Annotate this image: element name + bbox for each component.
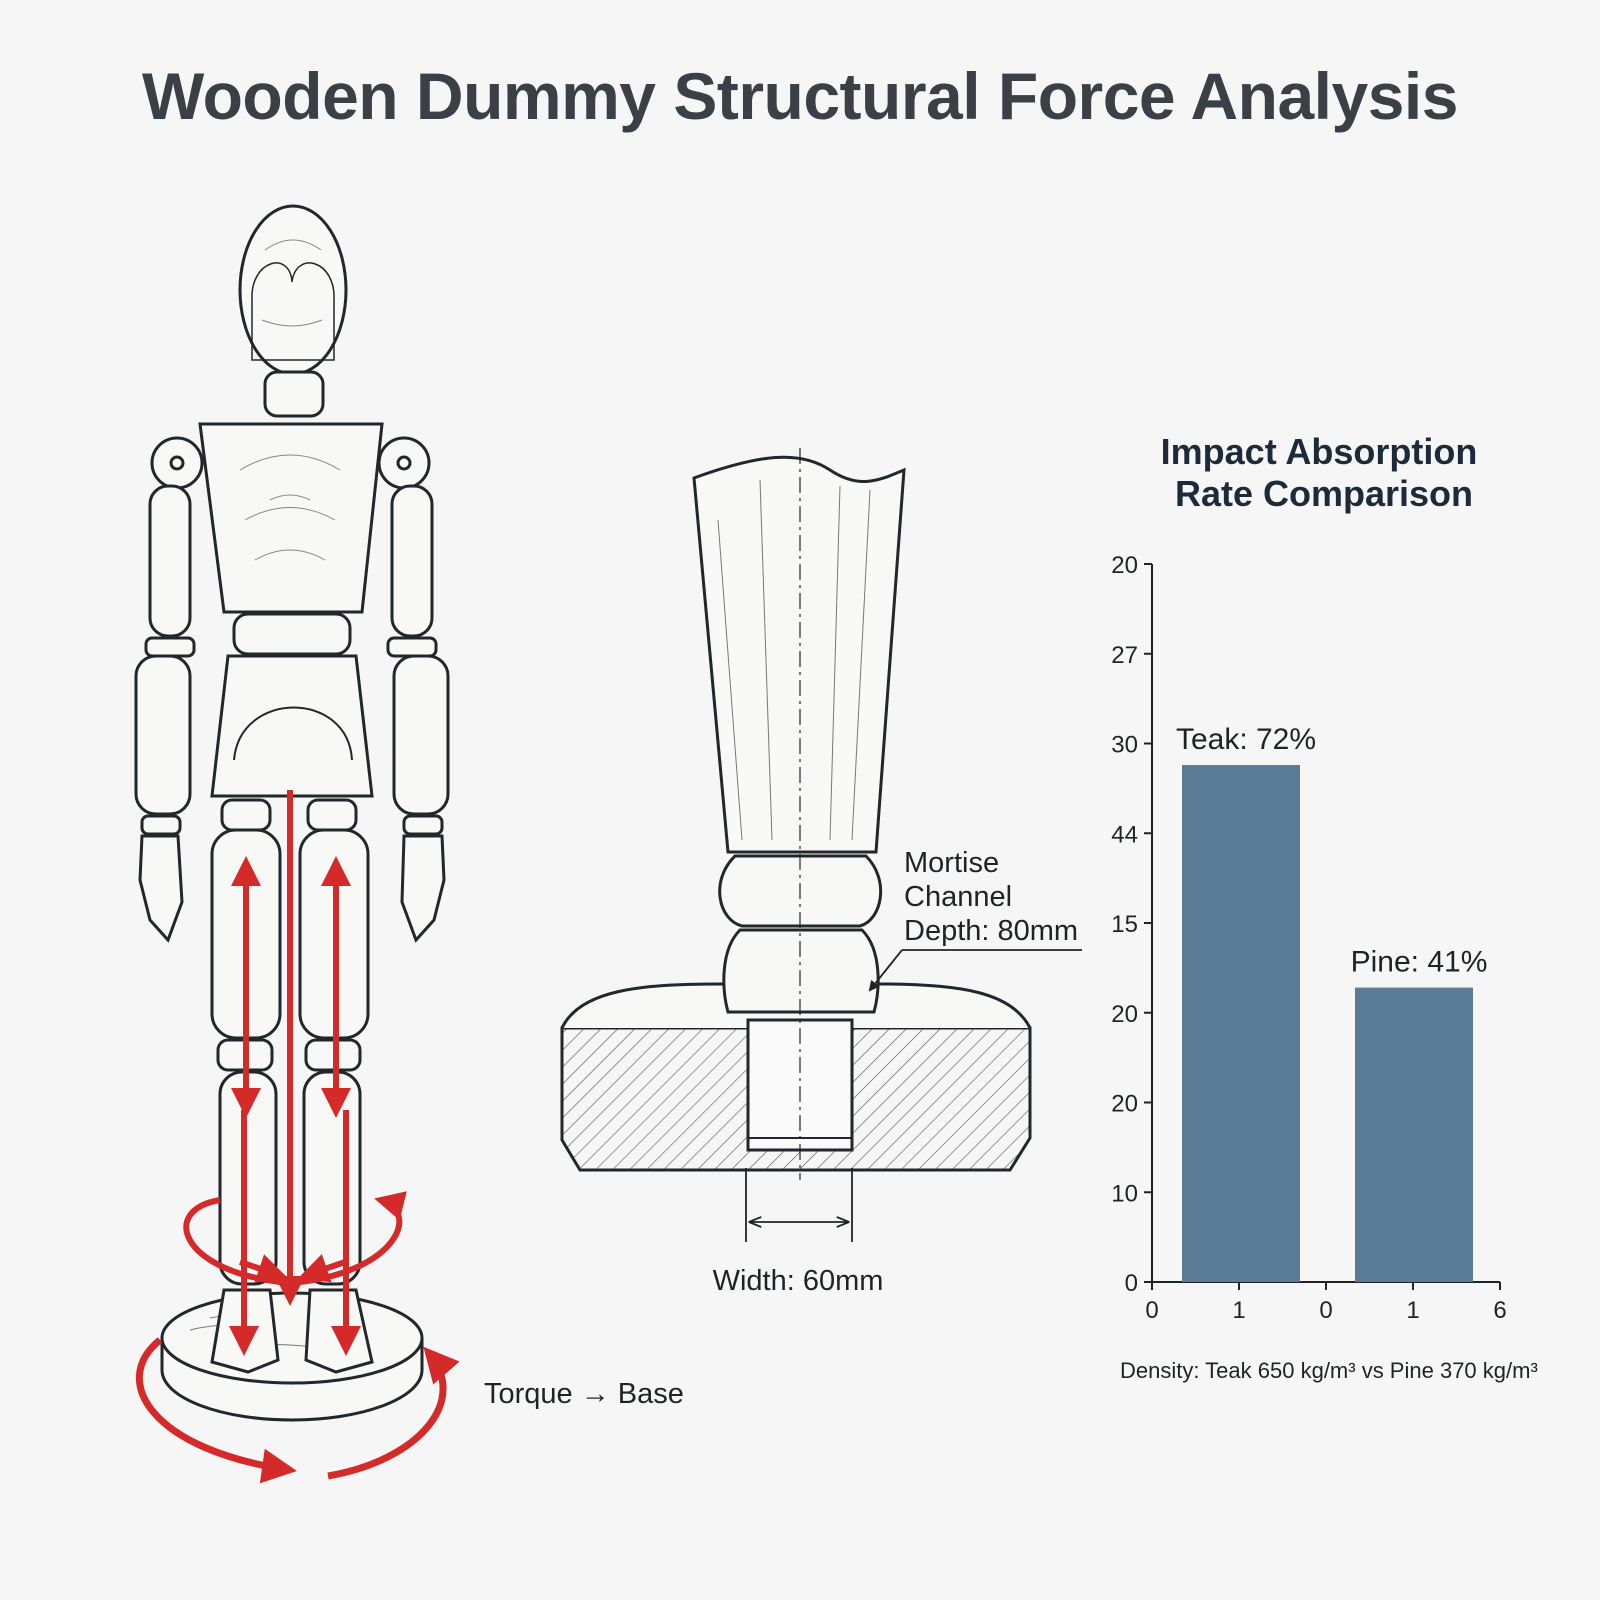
y-ticks: 20 27 30 44 15 20 20 10 0 bbox=[1111, 552, 1152, 1297]
chart-footnote: Density: Teak 650 kg/m³ vs Pine 370 kg/m… bbox=[1120, 1358, 1538, 1383]
bar-pine bbox=[1355, 987, 1473, 1282]
x-tick-label: 0 bbox=[1145, 1297, 1158, 1324]
mannequin-hips bbox=[210, 654, 374, 798]
torque-label: Torque → Base bbox=[484, 1378, 684, 1410]
force-arrows bbox=[135, 790, 460, 1484]
x-ticks: 0 1 0 1 6 bbox=[1145, 1282, 1507, 1324]
y-tick-label: 44 bbox=[1111, 821, 1138, 848]
mannequin-head bbox=[238, 204, 348, 376]
mannequin-waist bbox=[232, 612, 352, 656]
bar-data-label: Pine: 41% bbox=[1351, 946, 1488, 979]
mortise-cross-section bbox=[560, 448, 1032, 1180]
y-tick-label: 15 bbox=[1111, 911, 1138, 938]
mannequin-base bbox=[160, 1291, 424, 1422]
width-label: Width: 60mm bbox=[713, 1265, 884, 1297]
page-title: Wooden Dummy Structural Force Analysis bbox=[142, 59, 1458, 133]
y-tick-label: 20 bbox=[1111, 1091, 1138, 1118]
y-tick-label: 20 bbox=[1111, 1001, 1138, 1028]
wooden-mannequin-drawing bbox=[134, 204, 450, 1422]
leg-shaft bbox=[692, 455, 906, 854]
y-tick-label: 10 bbox=[1111, 1180, 1138, 1207]
width-dimension bbox=[745, 1168, 853, 1242]
bars: Teak: 72% Pine: 41% bbox=[1176, 723, 1487, 1282]
bar-chart: Impact Absorption Rate Comparison 20 27 30… bbox=[1111, 431, 1537, 1383]
y-tick-label: 30 bbox=[1111, 732, 1138, 759]
bar-teak bbox=[1182, 765, 1300, 1282]
y-tick-label: 20 bbox=[1111, 552, 1138, 579]
x-tick-label: 6 bbox=[1493, 1297, 1506, 1324]
mortise-leader bbox=[868, 949, 1082, 992]
mortise-label: Mortise Channel Depth: 80mm bbox=[904, 847, 1078, 947]
x-tick-label: 0 bbox=[1319, 1297, 1332, 1324]
y-tick-label: 27 bbox=[1111, 642, 1138, 669]
chart-title: Impact Absorption Rate Comparison bbox=[1161, 431, 1488, 514]
x-tick-label: 1 bbox=[1232, 1297, 1245, 1324]
y-tick-label: 0 bbox=[1125, 1270, 1138, 1297]
bar-data-label: Teak: 72% bbox=[1176, 723, 1316, 756]
x-tick-label: 1 bbox=[1406, 1297, 1419, 1324]
mannequin-chest bbox=[198, 422, 384, 614]
mannequin-neck bbox=[263, 370, 325, 418]
